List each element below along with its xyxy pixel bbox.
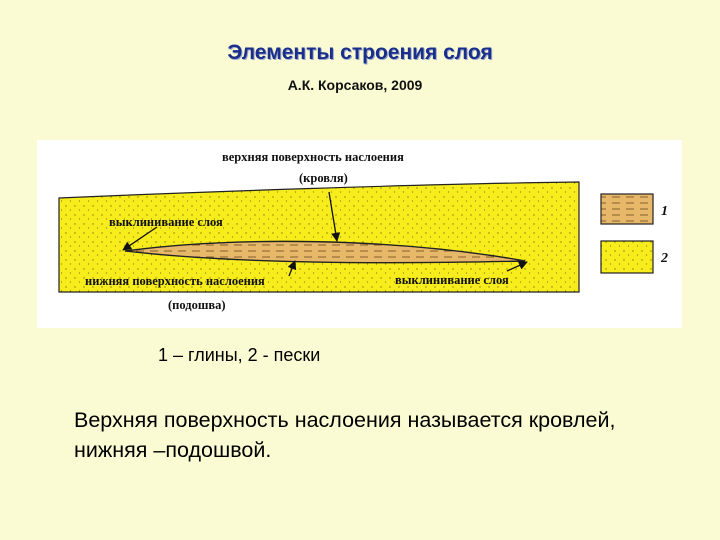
legend-box-clay: [600, 193, 654, 225]
arrow-pinch-left: [122, 226, 158, 251]
legend-number-1: 1: [661, 204, 668, 219]
body-text: Верхняя поверхность наслоения называется…: [74, 408, 616, 462]
arrow-pinch-right: [506, 261, 528, 272]
label-roof: (кровля): [299, 171, 348, 185]
label-sole: (подошва): [168, 298, 226, 312]
legend-box-sand: [600, 240, 654, 274]
clay-lens: [124, 240, 526, 264]
slide-subtitle: А.К. Корсаков, 2009: [287, 77, 423, 93]
slide-title: Элементы строения слоя: [227, 41, 493, 64]
arrow-roof: [328, 191, 341, 242]
label-top-surface: верхняя поверхность наслоения: [222, 150, 404, 164]
arrow-sole: [287, 260, 297, 277]
sand-body: [58, 181, 580, 293]
diagram-drawing: [58, 181, 654, 293]
label-pinch-out-left: выклинивание слоя: [109, 215, 223, 229]
legend-caption: 1 – глины, 2 - пески: [158, 345, 321, 365]
legend-number-2: 2: [661, 251, 668, 266]
label-pinch-out-right: выклинивание слоя: [395, 273, 509, 287]
layer-structure-diagram: верхняя поверхность наслоения (кровля) в…: [37, 140, 682, 328]
label-bottom-surface: нижняя поверхность наслоения: [85, 274, 265, 288]
